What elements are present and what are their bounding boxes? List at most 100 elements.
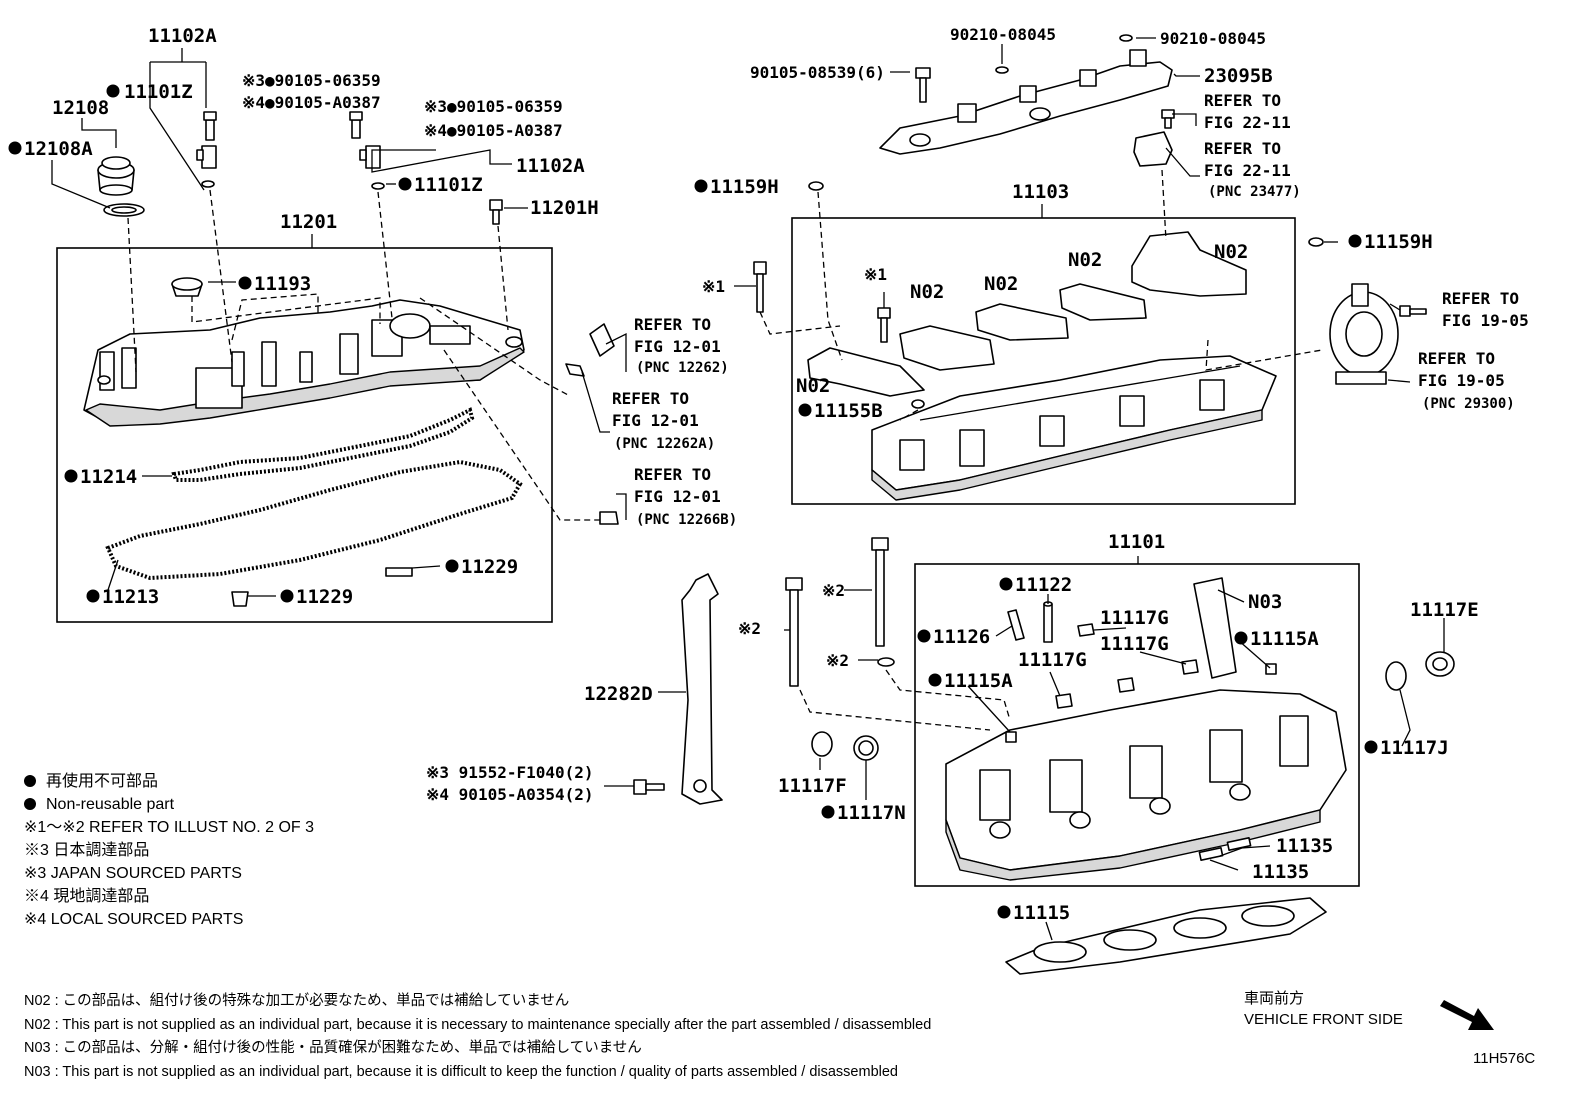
label-11213: 11213 <box>102 586 159 608</box>
housing-bolt-2[interactable] <box>877 307 891 343</box>
vehicle-front-side: 車両前方 VEHICLE FRONT SIDE <box>1244 988 1403 1030</box>
legend-japan-jp: ※3 日本調達部品 <box>24 842 150 859</box>
label-90210-a: 90210-08045 <box>950 25 1056 44</box>
nonreusable-marker <box>928 673 942 687</box>
ref-fig22-a-line2: FIG 22-11 <box>1204 113 1291 132</box>
ref-fig12-c-line1: REFER TO <box>634 465 711 484</box>
plug-11117F[interactable] <box>811 731 833 757</box>
ref-fig12-a-line1: REFER TO <box>634 315 711 334</box>
ref-fig22-b-line3: (PNC 23477) <box>1208 184 1301 200</box>
bearing-cap-n02-c <box>1059 283 1147 321</box>
pcv-fitting-ref <box>599 511 619 525</box>
note-n02-jp: N02 : この部品は、組付け後の特殊な加工が必要なため、単品では補給していませ… <box>24 993 570 1009</box>
nonreusable-marker <box>821 805 835 819</box>
label-11102A-right: 11102A <box>516 155 585 177</box>
cover-group-frame <box>56 247 553 623</box>
cover-seal-piece-a[interactable] <box>385 567 413 577</box>
head-bolt-washer[interactable] <box>877 657 895 667</box>
gasket-11117N[interactable] <box>853 735 879 761</box>
pin-11122[interactable] <box>1043 601 1053 643</box>
cover-gasket-inner[interactable] <box>171 407 475 482</box>
note-n02-en: N02 : This part is not supplied as an in… <box>24 1016 932 1033</box>
straight-pin-11135-a[interactable] <box>1198 847 1224 861</box>
plug-11117G-d[interactable] <box>1055 693 1073 709</box>
label-11101Z-right: 11101Z <box>414 174 483 196</box>
head-bolt-a[interactable] <box>785 577 803 687</box>
note-n03-jp: N03 : この部品は、分解・組付け後の性能・品質確保が困難なため、単品では補給… <box>24 1040 642 1056</box>
label-n02-a: N02 <box>910 281 944 303</box>
label-n02-e: N02 <box>796 375 830 397</box>
legend-local-en: ※4 LOCAL SOURCED PARTS <box>24 911 244 928</box>
bullet-icon <box>24 798 36 810</box>
label-11117E: 11117E <box>1410 599 1479 621</box>
plug-11159H-b[interactable] <box>1308 237 1324 247</box>
label-11214: 11214 <box>80 466 137 488</box>
cover-bolt[interactable] <box>489 199 503 225</box>
hanger-bolt[interactable] <box>633 779 665 795</box>
label-n02-b: N02 <box>984 273 1018 295</box>
plug-11155B[interactable] <box>911 399 925 409</box>
label-11101Z-top: 11101Z <box>124 81 193 103</box>
cam-sensor-left[interactable] <box>196 111 217 188</box>
label-n03: N03 <box>1248 591 1282 613</box>
nonreusable-marker <box>694 179 708 193</box>
ref-fig19-a-line1: REFER TO <box>1442 289 1519 308</box>
camshaft-housing[interactable] <box>871 355 1277 501</box>
bearing-cap-n02-d <box>1131 231 1247 297</box>
pipe-bolt[interactable] <box>915 67 931 103</box>
ref-fig22-b-line2: FIG 22-11 <box>1204 161 1291 180</box>
label-11102A-top: 11102A <box>148 25 217 47</box>
ref-fig22-b-line1: REFER TO <box>1204 139 1281 158</box>
notes: N02 : この部品は、組付け後の特殊な加工が必要なため、単品では補給していませ… <box>24 990 931 1084</box>
straight-pin-11126[interactable] <box>1007 609 1025 641</box>
label-11101: 11101 <box>1108 531 1165 553</box>
cylinder-head[interactable] <box>945 689 1347 881</box>
legend-text: Non-reusable part <box>46 796 175 813</box>
pipe-washer-b[interactable] <box>1119 34 1133 42</box>
plug-11117E[interactable] <box>1425 651 1455 677</box>
engine-hanger-12282D[interactable] <box>681 573 723 805</box>
ref-fig12-a-line3: (PNC 12262) <box>636 360 729 376</box>
oil-filler-cap[interactable] <box>97 156 135 196</box>
nonreusable-marker <box>1234 631 1248 645</box>
cylinder-head-cover[interactable] <box>83 299 525 427</box>
plug-11159H-a[interactable] <box>808 181 824 191</box>
label-90210-b: 90210-08045 <box>1160 29 1266 48</box>
cover-gasket-outer[interactable] <box>105 459 523 581</box>
label-n02-c: N02 <box>1068 249 1102 271</box>
plug-11117G-c[interactable] <box>1117 677 1135 693</box>
nonreusable-marker <box>238 276 252 290</box>
oil-delivery-pipe[interactable] <box>879 49 1173 155</box>
label-11117N: 11117N <box>837 802 906 824</box>
mark-1-b: ※1 <box>864 265 887 284</box>
label-11115A-a: 11115A <box>1250 628 1319 650</box>
illustration-code: 11H576C <box>1473 1050 1536 1067</box>
plug-11117G-b[interactable] <box>1181 659 1199 675</box>
camshaft-housing-group-frame <box>791 217 1296 505</box>
housing-bolt-1[interactable] <box>753 261 767 313</box>
legend-japan-en: ※3 JAPAN SOURCED PARTS <box>24 865 242 882</box>
fig22-bolt-ref <box>1161 109 1175 129</box>
head-bolt-b[interactable] <box>871 537 889 647</box>
nonreusable-marker <box>8 141 22 155</box>
cover-seal-piece-b[interactable] <box>231 591 249 607</box>
cam-sensor-right[interactable] <box>349 111 385 190</box>
plug-11115A-a[interactable] <box>1265 663 1277 675</box>
ref-fig19-a-line2: FIG 19-05 <box>1442 311 1529 330</box>
pipe-washer-a[interactable] <box>995 66 1009 74</box>
seal-11117J[interactable] <box>1385 661 1407 691</box>
cover-grommet[interactable] <box>171 277 203 297</box>
head-gasket-11115[interactable] <box>1005 897 1327 975</box>
pcv-valve-ref <box>565 363 585 377</box>
front-en: VEHICLE FRONT SIDE <box>1244 1011 1403 1028</box>
ref-fig12-c-line3: (PNC 12266B) <box>636 512 737 528</box>
plug-11115A-b[interactable] <box>1005 731 1017 743</box>
straight-pin-11135-b[interactable] <box>1226 837 1252 851</box>
oil-filler-gasket[interactable] <box>103 203 145 217</box>
label-90105-06359-a: ※3●90105-06359 <box>242 71 381 90</box>
nonreusable-marker <box>1348 234 1362 248</box>
label-11229-a: 11229 <box>461 556 518 578</box>
plug-11117G-a[interactable] <box>1077 623 1095 637</box>
fig22-valve-ref <box>1133 131 1173 167</box>
dowel-n03 <box>1193 577 1237 679</box>
